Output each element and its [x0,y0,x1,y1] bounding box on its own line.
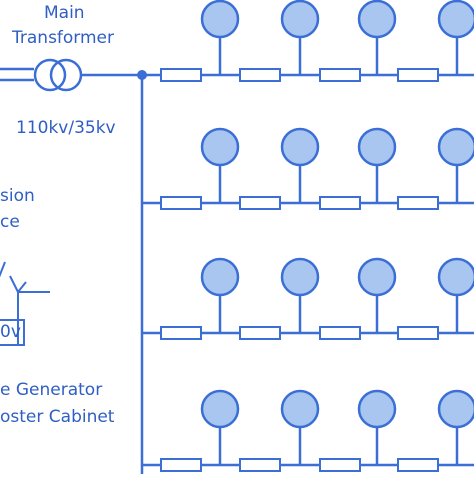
turbine-node [437,0,474,39]
turbine-node [357,257,397,297]
impedance-box [160,68,202,82]
transmission-label-line1: sion [0,186,35,206]
main-transformer-icon [33,58,83,92]
impedance-box [160,196,202,210]
voltage-ratio-label: 110kv/35kv [16,118,116,138]
impedance-box [397,326,439,340]
impedance-box [239,458,281,472]
impedance-box [397,68,439,82]
turbine-node [200,127,240,167]
impedance-box [239,326,281,340]
turbine-node [357,389,397,429]
turbine-node [280,389,320,429]
wind-turbine-icon [0,261,50,346]
impedance-box [160,458,202,472]
turbine-node [280,127,320,167]
turbine-node [200,0,240,39]
impedance-box [319,196,361,210]
turbine-node [200,389,240,429]
main-transformer-label-line1: Main [44,3,85,23]
turbine-node [200,257,240,297]
turbine-node [357,0,397,39]
impedance-box [397,458,439,472]
impedance-box [239,68,281,82]
impedance-box [160,326,202,340]
main-transformer-label-line2: Transformer [12,28,115,48]
turbine-node [437,127,474,167]
transmission-label-line2: ce [0,212,20,232]
turbine-node [280,257,320,297]
impedance-box [319,68,361,82]
generator-label-line2: oster Cabinet [0,407,115,427]
turbine-node [437,389,474,429]
generator-label-line1: e Generator [0,380,103,400]
impedance-box [397,196,439,210]
impedance-box [239,196,281,210]
turbine-node [280,0,320,39]
turbine-voltage-label: 0v [0,322,21,342]
turbine-node [357,127,397,167]
impedance-box [319,326,361,340]
turbine-node [437,257,474,297]
impedance-box [319,458,361,472]
feeder-rows [142,0,474,472]
